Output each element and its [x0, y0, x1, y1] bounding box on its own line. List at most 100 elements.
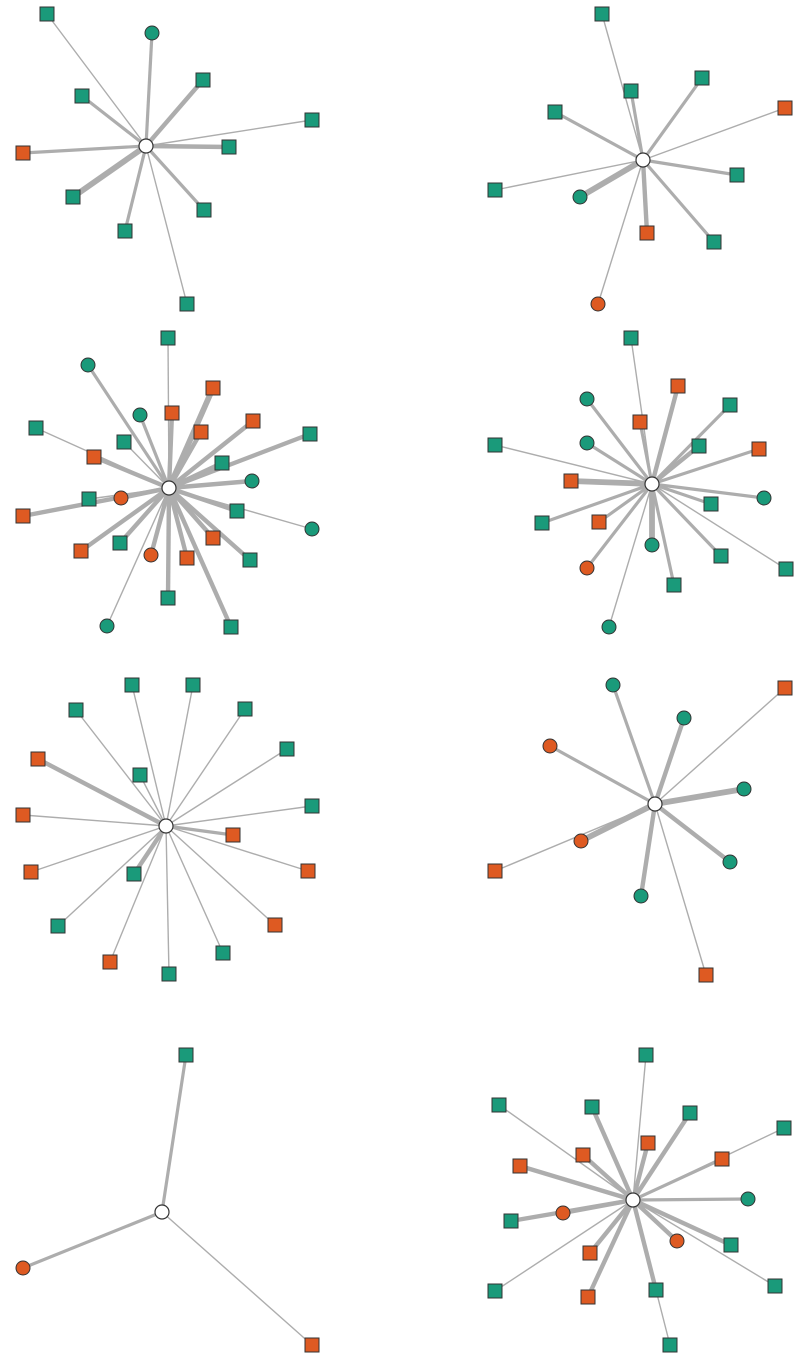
orange-circle-node	[579, 560, 595, 576]
teal-square-node	[65, 189, 81, 205]
edge	[519, 1163, 634, 1203]
edge	[632, 1199, 671, 1346]
edge	[632, 1157, 723, 1202]
edge	[632, 1054, 647, 1201]
teal-square-node	[160, 330, 176, 346]
edge	[642, 107, 786, 161]
orange-square-node	[512, 1158, 528, 1174]
orange-circle-node	[573, 833, 589, 849]
hub-node	[644, 476, 660, 492]
teal-square-node	[703, 496, 719, 512]
edge	[165, 825, 276, 926]
teal-circle-node	[80, 357, 96, 373]
teal-square-node	[304, 112, 320, 128]
edge	[649, 385, 681, 485]
edge	[642, 158, 738, 177]
edge	[653, 802, 732, 864]
teal-square-node	[279, 741, 295, 757]
edge	[650, 482, 723, 558]
orange-square-node	[205, 530, 221, 546]
edge	[541, 482, 653, 525]
edge	[132, 824, 168, 876]
edge	[167, 486, 252, 562]
teal-circle-node	[633, 888, 649, 904]
edge	[586, 1199, 635, 1298]
edge	[611, 684, 657, 805]
orange-square-node	[563, 473, 579, 489]
orange-square-node	[304, 1337, 320, 1353]
teal-square-node	[503, 1213, 519, 1229]
edge	[165, 487, 172, 599]
orange-square-node	[632, 414, 648, 430]
edge	[650, 483, 676, 586]
teal-square-node	[722, 397, 738, 413]
edge	[145, 119, 313, 147]
teal-square-node	[68, 702, 84, 718]
teal-square-node	[196, 202, 212, 218]
orange-circle-node	[669, 1233, 685, 1249]
edge	[93, 454, 170, 491]
edge	[601, 13, 644, 161]
teal-square-node	[487, 182, 503, 198]
teal-square-node	[648, 1282, 664, 1298]
edge	[57, 825, 167, 927]
teal-circle-node	[99, 618, 115, 634]
teal-square-node	[594, 6, 610, 22]
edge	[494, 1199, 634, 1292]
edge	[165, 805, 313, 827]
teal-square-node	[124, 677, 140, 693]
edge	[640, 159, 650, 234]
teal-square-node	[74, 88, 90, 104]
orange-square-node	[15, 508, 31, 524]
edge	[498, 1104, 634, 1201]
orange-square-node	[777, 100, 793, 116]
edge	[651, 447, 760, 486]
teal-square-node	[161, 966, 177, 982]
edge	[160, 1054, 188, 1213]
edge	[30, 825, 167, 873]
teal-circle-node	[644, 537, 660, 553]
edge	[510, 1197, 634, 1224]
orange-square-node	[179, 550, 195, 566]
edge	[586, 441, 653, 486]
teal-circle-node	[601, 619, 617, 635]
edge	[585, 398, 654, 485]
edge	[494, 444, 653, 485]
hub-node	[138, 138, 154, 154]
star-network-2	[487, 6, 793, 312]
teal-square-node	[39, 6, 55, 22]
edge	[641, 77, 704, 161]
orange-square-node	[102, 954, 118, 970]
teal-square-node	[179, 296, 195, 312]
teal-circle-node	[132, 407, 148, 423]
edge	[79, 486, 171, 553]
teal-square-node	[237, 701, 253, 717]
teal-square-node	[713, 548, 729, 564]
orange-square-node	[591, 514, 607, 530]
edge	[651, 483, 787, 570]
edge	[86, 364, 171, 489]
edge	[144, 78, 205, 148]
edge	[139, 774, 167, 827]
teal-square-node	[691, 438, 707, 454]
teal-square-node	[778, 561, 794, 577]
edge	[71, 143, 148, 200]
orange-square-node	[30, 751, 46, 767]
teal-square-node	[666, 577, 682, 593]
edge	[654, 803, 707, 976]
teal-circle-node	[740, 1191, 756, 1207]
orange-square-node	[15, 807, 31, 823]
edge	[608, 483, 653, 628]
teal-square-node	[50, 918, 66, 934]
hub-node	[625, 1192, 641, 1208]
teal-square-node	[662, 1337, 678, 1353]
orange-square-node	[193, 424, 209, 440]
orange-square-node	[15, 145, 31, 161]
orange-square-node	[245, 413, 261, 429]
star-network-6	[487, 677, 793, 983]
orange-circle-node	[15, 1260, 31, 1276]
teal-circle-node	[722, 854, 738, 870]
edge	[589, 1106, 636, 1201]
edge	[598, 482, 653, 524]
